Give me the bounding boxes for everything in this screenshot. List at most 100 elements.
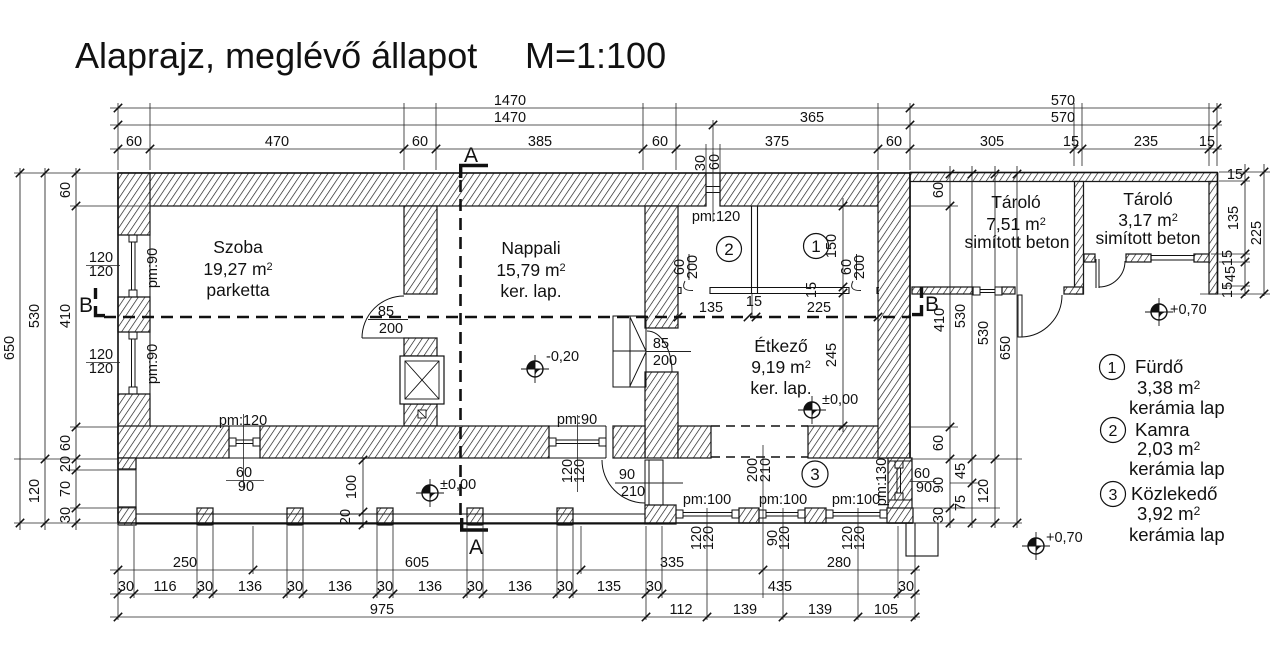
svg-text:45: 45 [1223, 266, 1239, 282]
svg-text:3,38 m2: 3,38 m2 [1137, 377, 1201, 398]
svg-text:30: 30 [467, 579, 483, 595]
svg-text:139: 139 [733, 602, 757, 618]
svg-text:3: 3 [810, 465, 819, 484]
svg-text:135: 135 [699, 300, 723, 316]
svg-text:200: 200 [685, 255, 701, 279]
svg-text:30: 30 [287, 579, 303, 595]
svg-text:Nappali: Nappali [501, 238, 560, 258]
svg-text:60: 60 [58, 435, 74, 451]
svg-text:60: 60 [931, 435, 947, 451]
svg-text:kerámia lap: kerámia lap [1129, 458, 1225, 479]
svg-text:60: 60 [236, 465, 252, 481]
svg-text:139: 139 [808, 602, 832, 618]
svg-text:200: 200 [852, 255, 868, 279]
svg-text:pm:120: pm:120 [692, 209, 740, 225]
svg-text:570: 570 [1051, 93, 1075, 109]
svg-text:136: 136 [328, 579, 352, 595]
svg-text:90: 90 [238, 479, 254, 495]
svg-text:60: 60 [839, 259, 855, 275]
svg-text:1470: 1470 [494, 93, 526, 109]
svg-text:30: 30 [693, 155, 709, 171]
svg-text:60: 60 [412, 134, 428, 150]
svg-text:120: 120 [27, 479, 43, 503]
svg-text:30: 30 [646, 579, 662, 595]
svg-text:470: 470 [265, 134, 289, 150]
svg-text:ker. lap.: ker. lap. [500, 281, 561, 301]
svg-text:30: 30 [197, 579, 213, 595]
svg-text:Szoba: Szoba [213, 237, 263, 257]
svg-text:120: 120 [777, 526, 793, 550]
svg-text:225: 225 [1249, 221, 1265, 245]
svg-text:135: 135 [1226, 206, 1242, 230]
svg-text:Étkező: Étkező [754, 336, 808, 356]
svg-text:150: 150 [824, 234, 840, 258]
svg-text:19,27 m2: 19,27 m2 [203, 259, 272, 279]
svg-text:530: 530 [953, 304, 969, 328]
svg-text:335: 335 [660, 555, 684, 571]
svg-text:1: 1 [811, 237, 820, 256]
svg-text:60: 60 [886, 134, 902, 150]
svg-text:20: 20 [58, 456, 74, 472]
svg-text:650: 650 [998, 336, 1014, 360]
svg-text:120: 120 [572, 459, 588, 483]
svg-text:120: 120 [689, 526, 705, 550]
svg-text:3,92 m2: 3,92 m2 [1137, 503, 1201, 524]
svg-text:15,79 m2: 15,79 m2 [496, 260, 565, 280]
svg-text:200: 200 [379, 321, 403, 337]
svg-text:30: 30 [377, 579, 393, 595]
svg-text:975: 975 [370, 602, 394, 618]
svg-text:60: 60 [652, 134, 668, 150]
svg-text:120: 120 [89, 264, 113, 280]
svg-text:225: 225 [807, 300, 831, 316]
svg-text:60: 60 [126, 134, 142, 150]
svg-text:365: 365 [800, 110, 824, 126]
svg-text:30: 30 [58, 507, 74, 523]
svg-text:A: A [464, 144, 478, 167]
svg-text:M=1:100: M=1:100 [525, 35, 666, 76]
svg-text:kerámia lap: kerámia lap [1129, 397, 1225, 418]
svg-text:Közlekedő: Közlekedő [1131, 483, 1217, 504]
svg-text:435: 435 [768, 579, 792, 595]
svg-text:85: 85 [653, 336, 669, 352]
svg-text:116: 116 [153, 579, 176, 595]
svg-text:60: 60 [58, 182, 74, 198]
svg-text:2,03 m2: 2,03 m2 [1137, 438, 1201, 459]
svg-text:+0,70: +0,70 [1046, 530, 1083, 546]
svg-text:pm:100: pm:100 [759, 492, 807, 508]
svg-text:70: 70 [58, 481, 74, 497]
svg-text:kerámia lap: kerámia lap [1129, 524, 1225, 545]
svg-text:75: 75 [953, 495, 969, 511]
svg-text:90: 90 [916, 480, 932, 496]
svg-text:136: 136 [238, 579, 262, 595]
svg-text:15: 15 [804, 282, 820, 298]
svg-text:90: 90 [765, 530, 781, 546]
svg-text:375: 375 [765, 134, 789, 150]
svg-text:200: 200 [653, 353, 677, 369]
svg-text:30: 30 [557, 579, 573, 595]
svg-text:pm:90: pm:90 [145, 248, 161, 288]
svg-text:410: 410 [932, 308, 948, 332]
svg-text:245: 245 [824, 343, 840, 367]
svg-text:120: 120 [976, 479, 992, 503]
svg-text:120: 120 [89, 347, 113, 363]
svg-text:112: 112 [669, 602, 692, 618]
svg-text:pm:90: pm:90 [557, 412, 597, 428]
svg-text:60: 60 [914, 466, 930, 482]
svg-text:385: 385 [528, 134, 552, 150]
svg-text:3: 3 [1109, 487, 1118, 504]
svg-text:ker. lap.: ker. lap. [750, 378, 811, 398]
svg-text:-0,20: -0,20 [546, 349, 579, 365]
svg-text:7,51 m2: 7,51 m2 [986, 214, 1046, 234]
svg-text:530: 530 [976, 321, 992, 345]
svg-text:120: 120 [840, 526, 856, 550]
svg-text:15: 15 [1220, 250, 1236, 266]
svg-text:parketta: parketta [206, 280, 269, 300]
svg-text:120: 120 [89, 361, 113, 377]
svg-text:90: 90 [619, 467, 635, 483]
svg-text:Kamra: Kamra [1135, 419, 1190, 440]
svg-text:15: 15 [1199, 134, 1215, 150]
svg-text:136: 136 [418, 579, 442, 595]
svg-text:pm:90: pm:90 [145, 344, 161, 384]
svg-text:530: 530 [27, 304, 43, 328]
svg-text:15: 15 [1227, 167, 1243, 183]
